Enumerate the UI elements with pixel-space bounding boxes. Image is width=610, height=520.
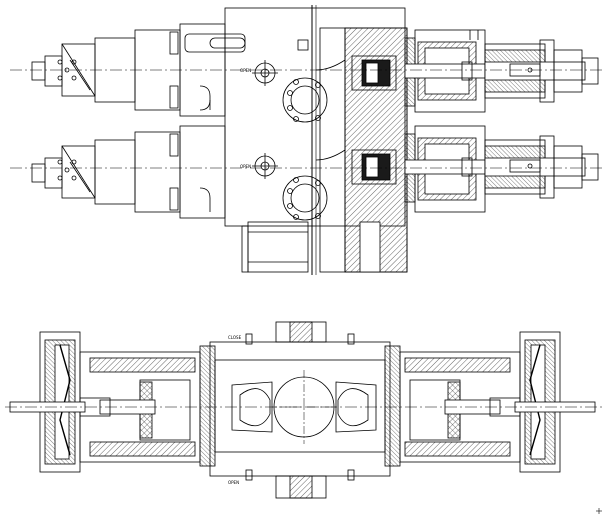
- lower-open-label: OPEN: [240, 164, 251, 169]
- cross-mark-icon: [596, 508, 602, 514]
- bottom-flange: [247, 221, 309, 273]
- upper-ram-assembly: [31, 23, 599, 123]
- flange-studs: [245, 333, 355, 481]
- close-label: CLOSE: [228, 335, 242, 340]
- open-label: OPEN: [228, 480, 239, 485]
- lower-ram-assembly: [31, 125, 599, 221]
- upper-open-label: OPEN: [240, 68, 251, 73]
- top-plan-view: OPEN OPEN: [10, 5, 605, 275]
- bottom-section-view: CLOSE OPEN: [5, 321, 605, 499]
